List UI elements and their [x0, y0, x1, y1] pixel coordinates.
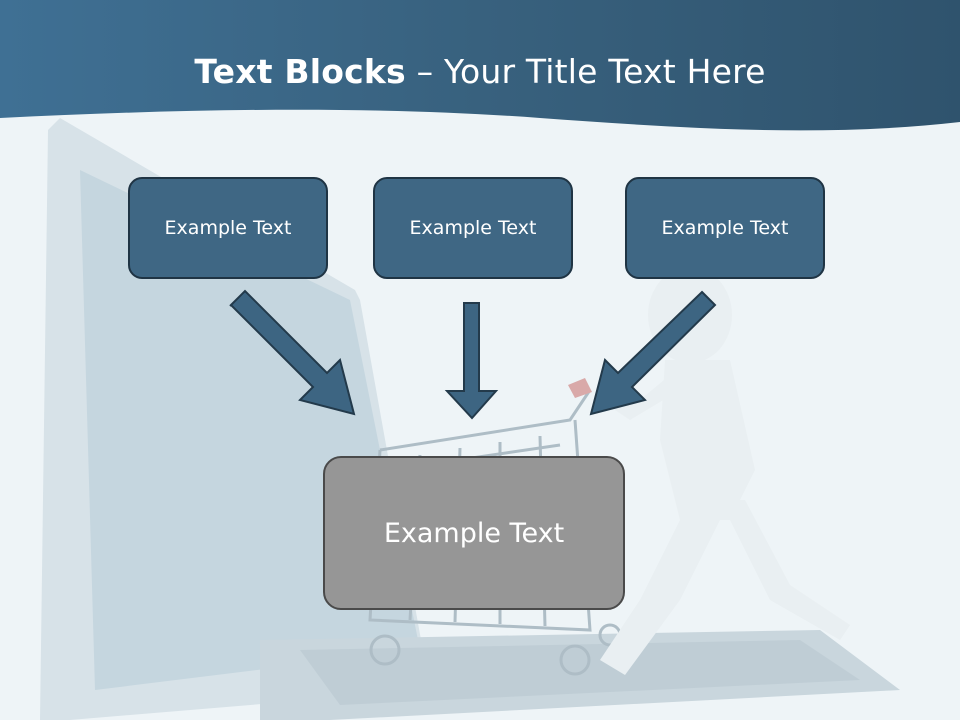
slide-title: Text Blocks – Your Title Text Here: [0, 52, 960, 91]
text-block-3[interactable]: Example Text: [625, 177, 825, 279]
arrow-center-down: [444, 302, 499, 420]
text-block-1-label: Example Text: [164, 217, 292, 239]
arrow-right-diagonal: [589, 290, 717, 416]
title-dash: –: [405, 52, 444, 91]
text-block-2-label: Example Text: [409, 217, 537, 239]
header-banner: [0, 0, 960, 131]
center-text-block-label: Example Text: [383, 517, 565, 549]
text-block-3-label: Example Text: [661, 217, 789, 239]
title-rest: Your Title Text Here: [443, 52, 766, 91]
cart-handle: [568, 378, 592, 398]
title-bold: Text Blocks: [194, 52, 406, 91]
text-block-1[interactable]: Example Text: [128, 177, 328, 279]
center-text-block[interactable]: Example Text: [323, 456, 625, 610]
arrow-left-diagonal: [229, 289, 356, 416]
text-block-2[interactable]: Example Text: [373, 177, 573, 279]
stick-figure: [600, 267, 850, 675]
